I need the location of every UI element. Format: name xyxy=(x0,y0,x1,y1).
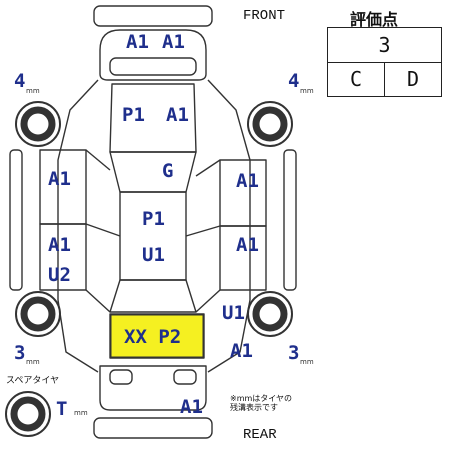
trunk-highlight xyxy=(110,314,204,358)
tread-front-left: 4 xyxy=(14,70,26,92)
trunk-outline xyxy=(109,313,205,359)
damage-hood-left: P1 xyxy=(122,104,145,126)
damage-roof-top: P1 xyxy=(142,208,165,230)
front-grille xyxy=(109,57,197,76)
damage-right-rear-door: A1 xyxy=(236,234,259,256)
right-side-strip xyxy=(283,149,297,291)
damage-left-front-fender: A1 xyxy=(48,168,71,190)
exterior-score: D xyxy=(406,67,420,91)
damage-front-bumper-right: A1 xyxy=(162,31,185,53)
damage-front-glass: G xyxy=(162,160,174,182)
rear-grille-left xyxy=(109,369,133,385)
rear-plate-outline xyxy=(93,417,213,439)
tread-rear-right: 3 xyxy=(288,342,300,364)
score-title: 評価点 xyxy=(350,10,399,29)
front-left-tire xyxy=(15,101,61,147)
front-bumper-outline xyxy=(99,29,207,81)
roof-outline xyxy=(119,191,187,281)
rear-grille-right xyxy=(173,369,197,385)
front-right-tire xyxy=(247,101,293,147)
tread-front-left-unit: mm xyxy=(26,87,40,95)
body-right-side xyxy=(207,79,251,373)
left-side-strip xyxy=(9,149,23,291)
front-label: FRONT xyxy=(243,8,286,24)
tread-spare: T xyxy=(56,398,68,420)
damage-left-rear-door-bottom: U2 xyxy=(48,264,71,286)
damage-hood-right: A1 xyxy=(166,104,189,126)
rear-right-tire xyxy=(247,291,293,337)
rear-label: REAR xyxy=(243,427,277,443)
rear-glass-outline xyxy=(109,279,197,313)
windshield-outline xyxy=(109,151,197,193)
damage-front-bumper-left: A1 xyxy=(126,31,149,53)
tread-note: ※mmはタイヤの 残溝表示です xyxy=(230,394,293,413)
damage-right-front-fender: A1 xyxy=(236,170,259,192)
damage-right-quarter-bottom: A1 xyxy=(230,340,253,362)
spare-tire-label: スペアタイヤ xyxy=(6,376,60,386)
damage-right-quarter-top: U1 xyxy=(222,302,245,324)
damage-trunk: XX P2 xyxy=(124,326,182,348)
damage-roof-bottom: U1 xyxy=(142,244,165,266)
right-rear-door xyxy=(219,225,267,291)
rear-bumper-outline xyxy=(99,365,207,411)
spare-tire xyxy=(5,391,51,437)
tread-rear-left: 3 xyxy=(14,342,26,364)
tread-front-right: 4 xyxy=(288,70,300,92)
tread-rear-right-unit: mm xyxy=(300,358,314,366)
body-left-side xyxy=(57,79,99,373)
overall-score: 3 xyxy=(328,28,441,63)
rear-left-tire xyxy=(15,291,61,337)
interior-score: C xyxy=(328,62,385,96)
tread-rear-left-unit: mm xyxy=(26,358,40,366)
score-box: 3 C D xyxy=(327,27,442,97)
tread-front-right-unit: mm xyxy=(300,87,314,95)
damage-left-rear-door-top: A1 xyxy=(48,234,71,256)
front-plate-outline xyxy=(93,5,213,27)
damage-rear-bumper: A1 xyxy=(180,396,203,418)
tread-spare-unit: mm xyxy=(74,409,88,417)
